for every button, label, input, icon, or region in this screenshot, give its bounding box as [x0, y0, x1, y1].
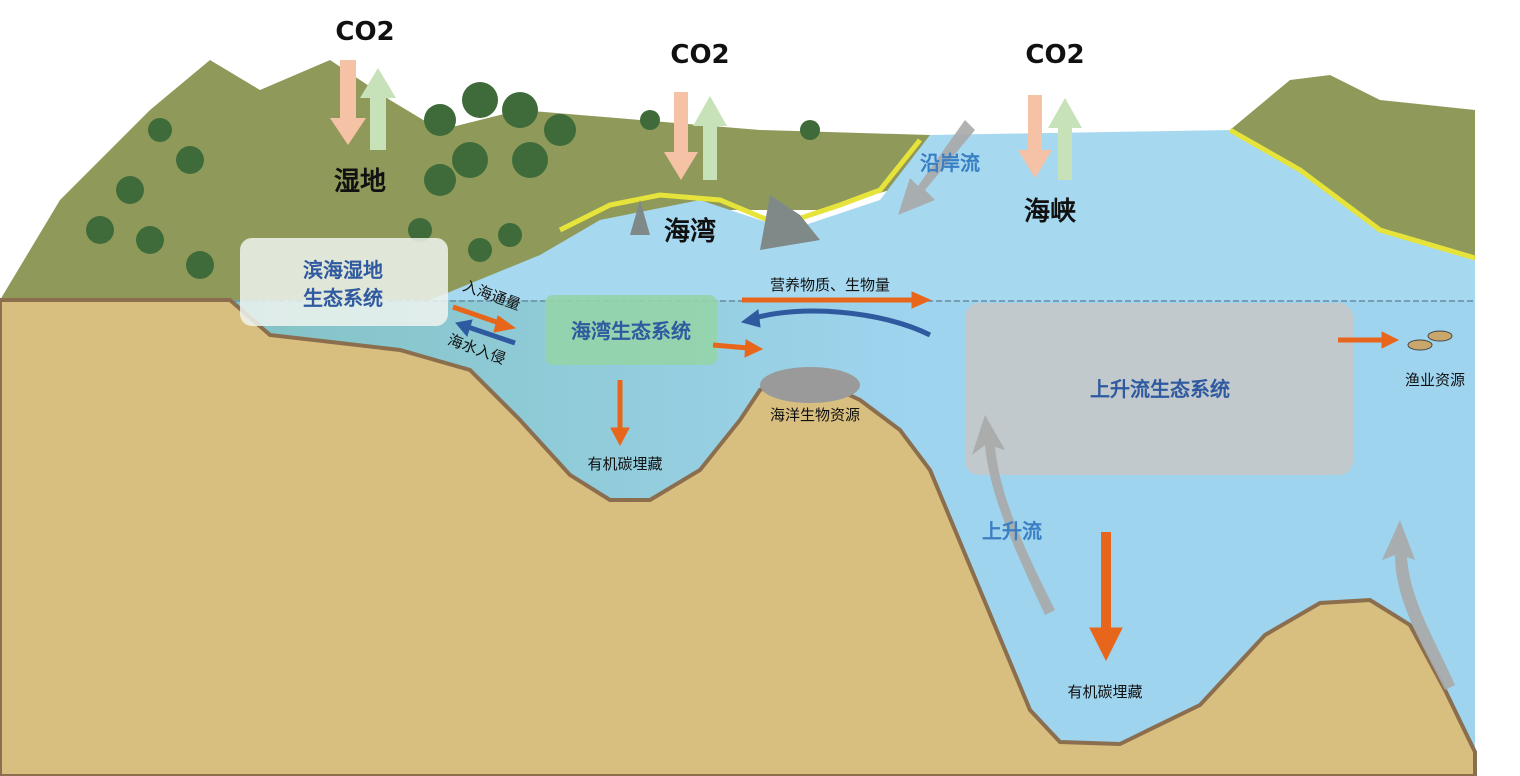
rock: [760, 195, 820, 250]
bay-label: 海湾: [664, 216, 716, 247]
co2-down-arrow: [664, 92, 698, 180]
shoreline-right: [1228, 127, 1476, 261]
organic-carbon-burial-bay-label: 有机碳埋藏: [587, 455, 662, 473]
nutrients-biomass-label: 营养物质、生物量: [770, 276, 890, 294]
upwelling-label: 上升流: [982, 519, 1042, 543]
bay-ecosystem-label: 海湾生态系统: [571, 319, 691, 343]
bay-surface: [430, 130, 1475, 300]
flux-in-arrows: [455, 308, 932, 346]
forest: [86, 82, 820, 279]
upwelling-ecosystem-label: 上升流生态系统: [1090, 377, 1230, 401]
co2-up-arrow: [1048, 98, 1082, 180]
return-flow-arrow: [754, 308, 932, 338]
left-mountains: [0, 60, 930, 300]
current-arrows: [898, 120, 1455, 690]
upwelling-arrow-left: [972, 415, 1055, 615]
co2-up-arrow: [693, 96, 727, 180]
rock: [630, 200, 650, 235]
bio-resource-arrow: [712, 342, 749, 351]
co2-down-arrow: [330, 60, 366, 145]
right-mountain: [1230, 75, 1475, 260]
organic-carbon-burial-deep-label: 有机碳埋藏: [1067, 683, 1142, 701]
strait-label: 海峡: [1024, 197, 1077, 227]
fish-icon: [1407, 330, 1453, 351]
shoreline: [558, 138, 922, 233]
fishery-resources-label: 渔业资源: [1405, 371, 1465, 389]
seawater-intrusion-arrow: [467, 324, 516, 346]
wetland-label: 湿地: [334, 167, 386, 197]
co2-down-arrow: [1018, 95, 1052, 178]
coastal-wetland-ecosystem-label: 生态系统: [303, 286, 383, 310]
seabed-sediment: [0, 298, 1477, 776]
coastal-wetland-ecosystem-box: [240, 238, 448, 326]
co2-up-arrow: [360, 68, 396, 150]
coastal-wetland-ecosystem-label: 滨海湿地: [303, 258, 383, 282]
upwelling-ecosystem-box: [965, 303, 1353, 475]
flux-out-arrows: [452, 291, 1400, 662]
co2-arrows: [330, 60, 1082, 180]
upwelling-arrow-right: [1382, 520, 1455, 690]
co2-label-wetland: CO2: [335, 17, 394, 47]
coastal-current-arrow: [898, 120, 975, 215]
co2-label-bay: CO2: [670, 40, 729, 70]
co2-label-strait: CO2: [1025, 40, 1084, 70]
reef: [760, 367, 860, 403]
bay-ecosystem-box: [545, 295, 717, 365]
coastal-current-label: 沿岸流: [920, 151, 980, 175]
marine-bio-resources-label: 海洋生物资源: [770, 406, 860, 424]
